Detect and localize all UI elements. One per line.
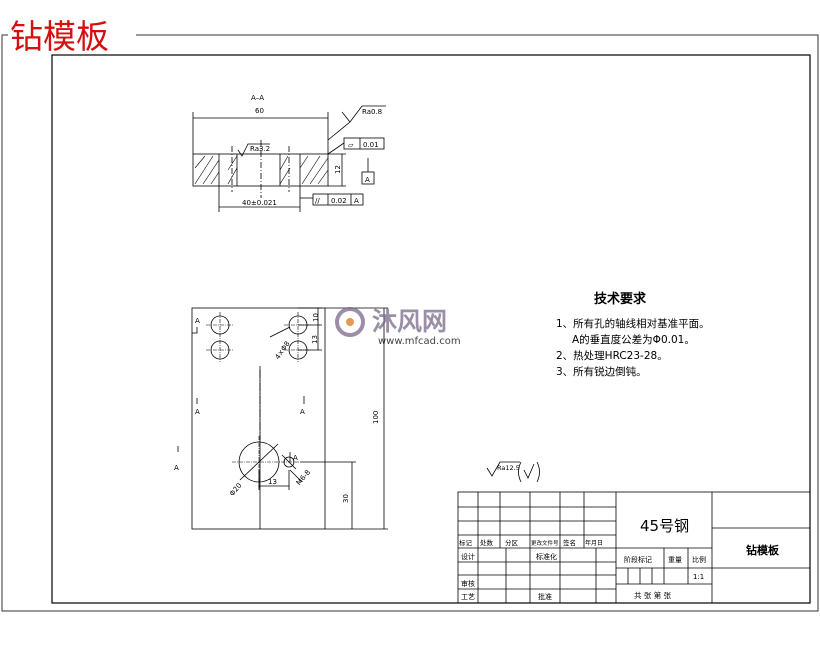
height-dimension: 12 [334,165,342,174]
section-marker-a2: A [195,408,200,416]
design-label: 设计 [461,552,475,561]
technical-requirements: 技术要求 1、所有孔的轴线相对基准平面。 A的垂直度公差为Φ0.01。 2、热处… [556,291,710,378]
tech-req-heading: 技术要求 [594,291,647,307]
outer-border [1,34,819,612]
rev-header: 签名 [563,538,576,547]
process-label: 工艺 [461,593,475,601]
rev-header: 标记 [459,538,473,547]
flatness-symbol: ▱ [348,141,354,149]
width-dimension: 60 [255,107,264,115]
stage-mark-label: 阶段标记 [624,555,652,564]
rev-header: 分区 [505,538,519,547]
dimension-10: 10 [312,313,320,322]
dimension-13-bottom: 13 [268,478,277,486]
datum-label: A [365,176,370,184]
title-block [457,491,811,604]
flatness-tolerance: 0.01 [363,141,379,149]
check-label: 审核 [461,579,475,588]
drawing-title: 钻模板 [10,17,109,56]
part-name: 钻模板 [746,543,780,557]
tech-req-line: 1、所有孔的轴线相对基准平面。 [556,317,710,330]
parallel-tolerance: 0.02 [331,197,347,205]
tech-req-line: 2、热处理HRC23-28。 [556,349,668,362]
parallel-datum: A [354,197,359,205]
inner-frame [51,54,811,604]
scale-value: 1:1 [693,573,704,581]
parallel-symbol: // [315,197,320,205]
watermark-logo-icon [335,307,365,337]
section-view: A–A 60 Ra0.8 Ra3.2 ▱ [192,94,386,212]
dimension-m6: M6-8 [295,468,312,487]
section-marker-a5: A [293,454,298,462]
dimension-dia20: Φ20 [228,482,243,498]
rev-header: 更改文件号 [531,539,559,547]
watermark-brand: 沐风网 [372,307,447,336]
section-label: A–A [251,94,264,102]
section-marker-a3: A [300,408,305,416]
section-hatching [194,155,329,185]
weight-label: 重量 [668,556,682,564]
plan-view [177,307,388,530]
tech-req-line: 3、所有锐边倒钝。 [556,365,647,378]
title-block-text: 45号钢 钻模板 标记 处数 分区 更改文件号 签名 年月日 设计 标准化 审核… [459,517,780,601]
title-background [8,8,136,52]
roughness-bore: Ra3.2 [250,145,270,153]
scale-label: 比例 [692,555,706,564]
watermark: 沐风网 www.mfcad.com [335,307,461,347]
standardize-label: 标准化 [536,552,557,561]
bore-dimension: 40±0.021 [242,199,277,207]
watermark-url: www.mfcad.com [378,336,461,347]
material: 45号钢 [640,517,689,535]
plan-view-labels: 100 30 13 13 10 Φ20 4×Φ8 M6-8 A A A A A [174,313,380,503]
section-marker-a4: A [174,464,179,472]
roughness-top: Ra0.8 [362,108,382,116]
tech-req-line: A的垂直度公差为Φ0.01。 [572,333,695,346]
length-dimension: 100 [372,411,380,424]
section-marker-a1: A [195,317,200,325]
general-roughness-value: Ra12.5 [497,464,520,472]
approve-label: 批准 [538,592,552,601]
sheet-count: 共 张 第 张 [634,590,672,600]
rev-header: 年月日 [585,539,603,547]
rev-header: 处数 [480,538,494,547]
dimension-13-top: 13 [311,335,319,344]
general-roughness: Ra12.5 [486,461,540,483]
dimension-30: 30 [342,494,350,503]
